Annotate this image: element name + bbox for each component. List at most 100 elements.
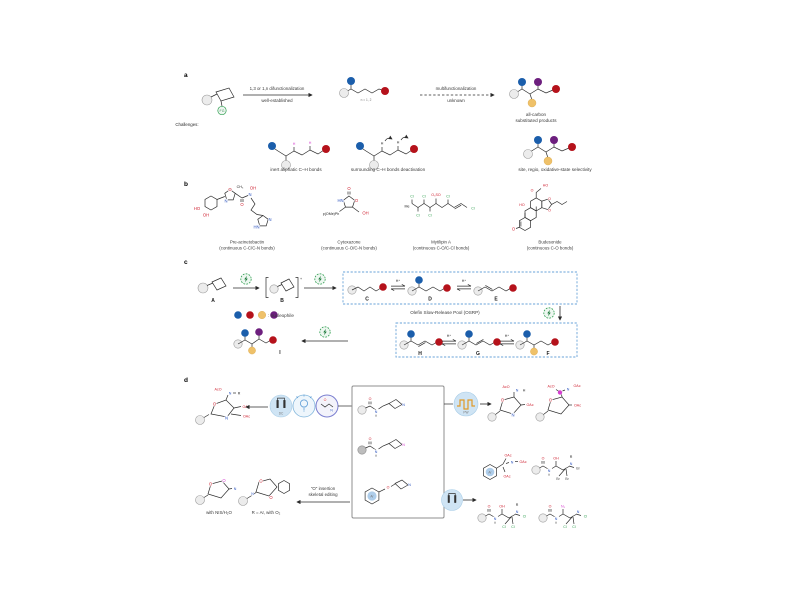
atom-o: O [512,227,516,232]
compound-name: Cytoxazone [337,240,361,245]
species-I: I [233,328,281,356]
box-substrate-3: Ar O N [364,479,412,505]
atom-oac: OAc [574,404,581,408]
product-top-right-1: O N AcO N H OAc [487,384,534,422]
species-H: H [399,330,443,357]
atom-n: N [516,510,519,514]
o-insertion-line2: skeletal editing [308,492,338,497]
panel-b-label: b [184,181,188,188]
ch-label: H [293,142,296,146]
compound-bonds: (continuous C-O bonds) [527,246,574,251]
product-caption-line2: substituted products [515,118,557,123]
atom-n: N [408,483,411,487]
substrate-molecule: FG [201,87,235,116]
atom-br: Br [565,477,569,481]
species-G: G [457,330,501,357]
challenge2-caption: surrounding C–H bonds deactivation [351,167,426,172]
ch-label: H [381,142,384,146]
atom-cl: Cl [563,525,567,529]
pmp-label: p(OMe)Ph [323,212,340,216]
atom-n: N [516,389,519,393]
atom-n: N [251,492,254,496]
species-D: D [407,276,451,303]
atom-n: N [268,217,271,222]
atom-n: N [570,462,573,466]
h-plus-label: H⁺ [462,279,467,283]
ar-label: Ar [488,471,492,475]
species-label-G: G [476,351,480,357]
species-F: F [515,330,559,357]
electrochemistry-icon-2 [441,489,463,511]
atom-n3: N₃ [561,505,566,509]
challenge-3: site, regio, oxidative-state selectivity [518,136,592,172]
atom-h: H [555,521,558,525]
atom-cl: Cl [523,515,527,519]
atom-o: O [269,495,273,500]
atom-n: N [234,487,237,491]
h-plus-label: H⁺ [447,334,452,338]
ar-label: Ar [370,495,374,499]
atom-o: O [213,402,217,407]
compound-pre-acinetobactin: HO OH O N CH₃ O N OH HN N Pre-acinetobac… [193,184,275,251]
atom-ch3: CH₃ [237,185,244,189]
atom-o: O [240,202,244,207]
species-label-E: E [494,297,498,303]
atom-o-magenta: O [222,478,226,483]
atom-oac: OAc [520,460,527,464]
atom-h: H [375,454,378,458]
atom-n: N [330,409,333,413]
species-label-C: C [365,297,369,303]
compound-name: Budesonide [538,240,562,245]
box-substrate-1: O N H N [357,396,406,418]
compound-bonds: (continuous C-O/C-Cl bonds) [413,246,470,251]
ch-label: H [397,141,400,145]
atom-n: N [229,392,232,396]
challenge3-caption: site, regio, oxidative-state selectivity [518,167,592,172]
atom-n: N [555,517,558,521]
compound-bonds: (continuous C-C/C-N bonds) [219,246,275,251]
atom-cl: Cl [511,525,515,529]
nucleophile-legend: : nucleophile [234,311,294,320]
substrate-box [351,385,445,519]
atom-ho: HO [194,206,201,211]
atom-oh: OH [499,505,505,509]
atom-oh: OH [362,211,368,216]
atom-o: O [542,457,545,461]
atom-o: O [259,479,263,484]
atom-cl: Cl [410,195,414,199]
atom-n: N [248,192,251,197]
catalyst-icon [240,273,252,285]
atom-aco: AcO [215,388,222,392]
atom-n: N [511,413,514,418]
species-label-H: H [418,351,422,357]
atom-cl: Cl [572,525,576,529]
pw-label: PW [463,411,468,415]
challenge-2: H H surrounding C–H bonds deactivation [351,134,426,172]
panel-c-label: c [184,259,188,266]
equilibrium-arrows [499,339,515,346]
atom-h: H [494,521,497,525]
panel-a-label: a [184,72,188,79]
atom-o: O [548,197,551,201]
nucleophile-legend-text: : nucleophile [268,313,294,318]
panel-a: a FG 1,3 or 1,n difunctionalization well… [175,72,592,172]
atom-br: Br [556,477,560,481]
compound-bonds: (continuous C-O/C-N bonds) [321,246,377,251]
catalyst-icon [314,273,326,285]
atom-oac: OAc [527,403,534,407]
equilibrium-arrows [441,339,457,346]
challenges-label: Challenges: [175,122,198,127]
atom-n: N [375,410,378,414]
dc-label: DC [279,412,284,416]
product-caption-line1: all-carbon [526,112,547,117]
species-B: + B [265,277,302,304]
equilibrium-arrows [390,284,406,291]
atom-hn: HN [253,225,259,230]
atom-r: R [570,455,573,459]
atom-oac: OAc [243,415,250,419]
difunctionalized-product: n = 1, 2 [339,77,389,102]
ch-label: H [309,141,312,145]
photochemistry-icon [292,394,316,418]
atom-cl: Cl [416,214,420,218]
